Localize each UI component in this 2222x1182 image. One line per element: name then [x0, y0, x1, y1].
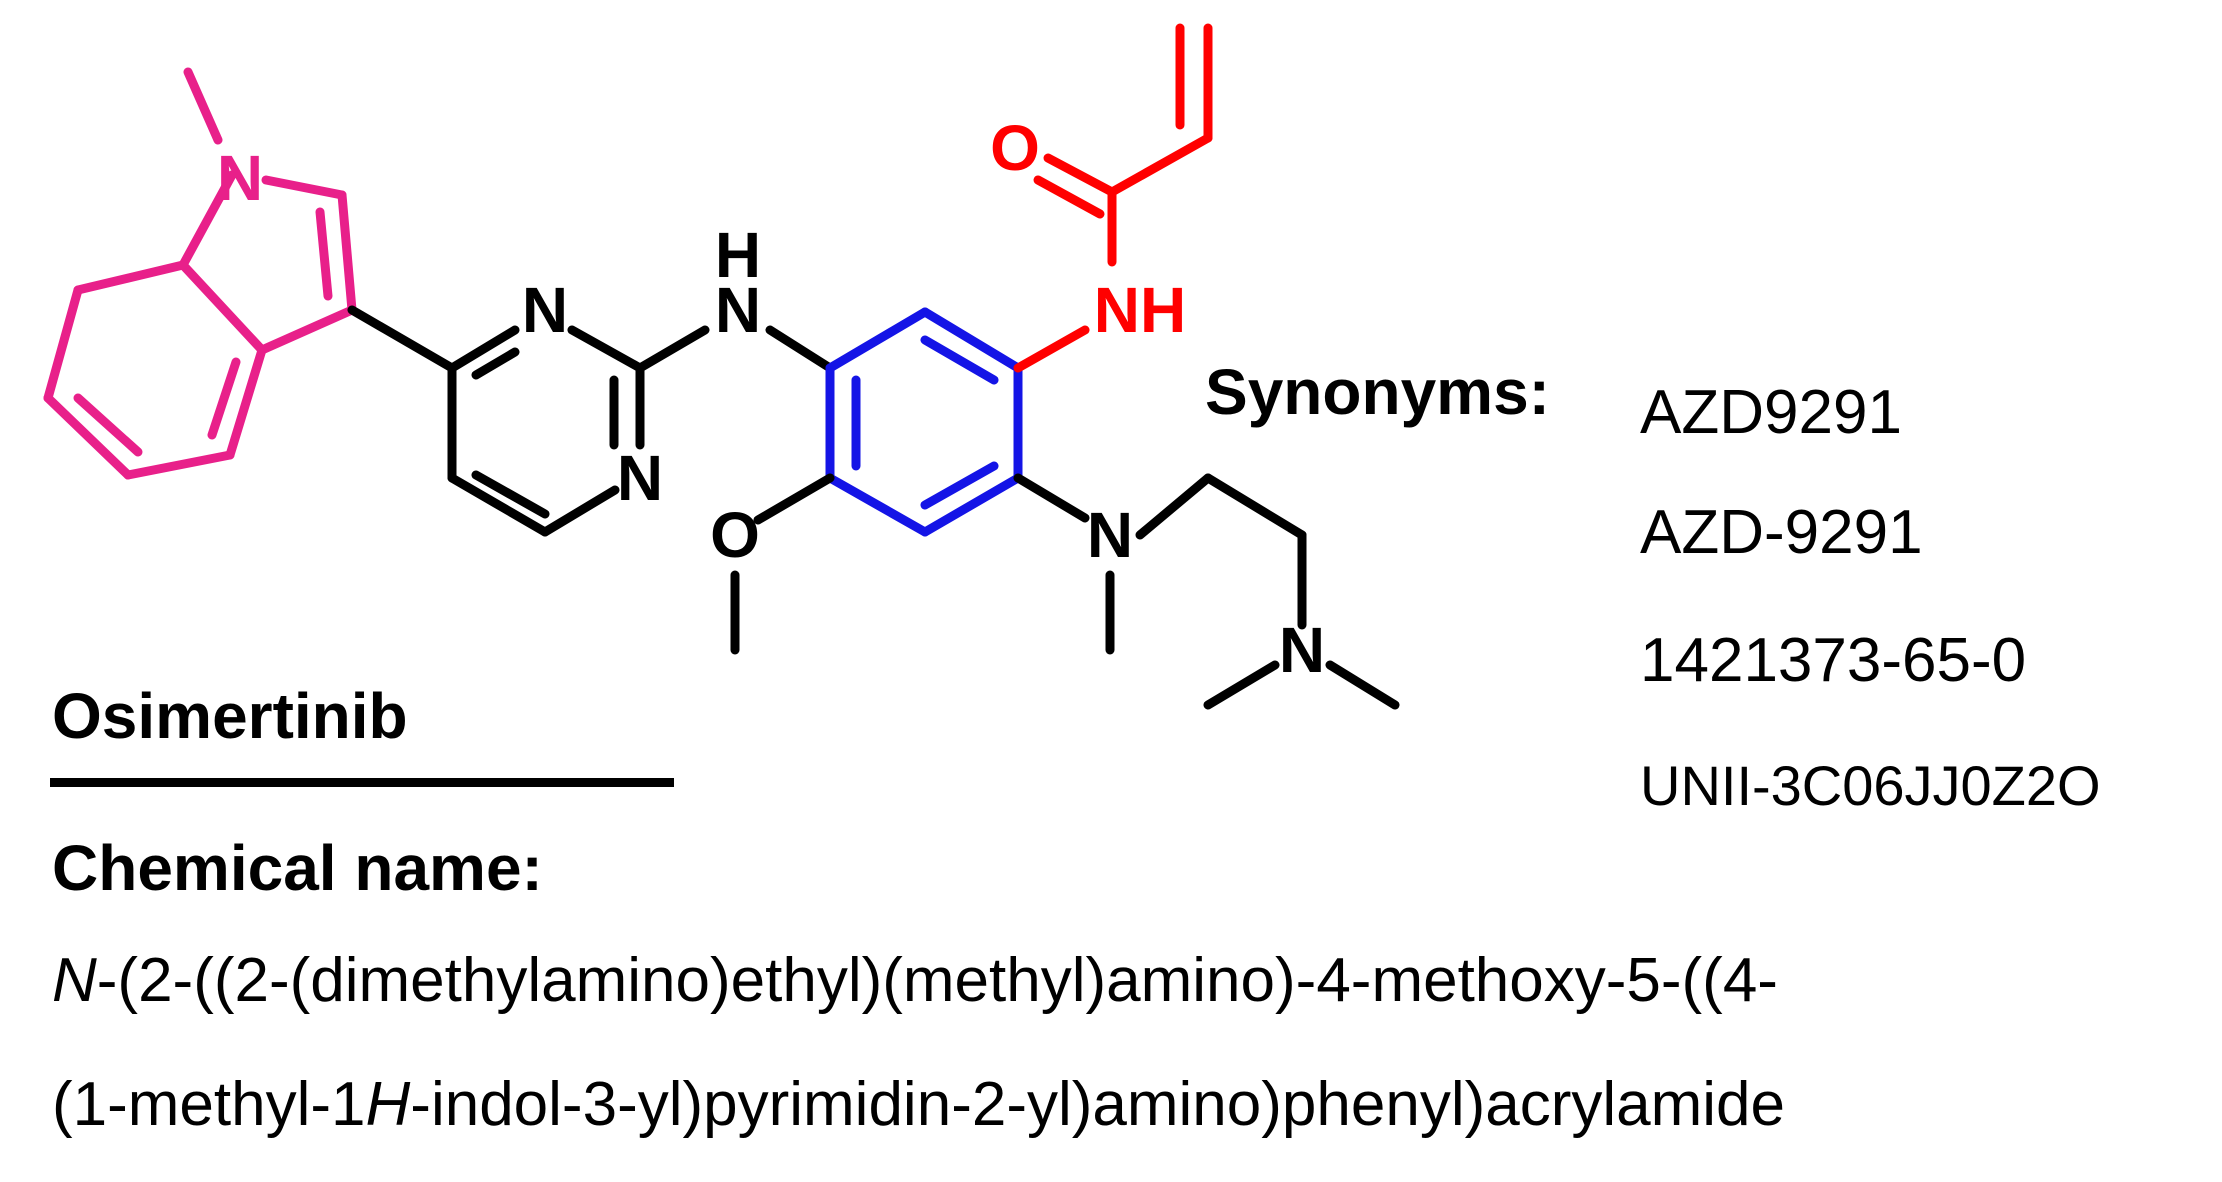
divider [50, 778, 674, 787]
atom-carbonyl-o: O [990, 112, 1040, 184]
atom-amine-n: N [715, 274, 761, 346]
chemical-name-line-2-pre: (1-methyl-1 [52, 1070, 366, 1139]
atom-dimethyl-n: N [1279, 614, 1325, 686]
atom-amine-h: H [715, 219, 761, 291]
indole-moiety [43, 67, 357, 480]
italic-h: H [365, 1070, 411, 1139]
acrylamide-moiety [1013, 23, 1213, 373]
side-chains [730, 473, 1400, 710]
atom-tertiary-n: N [1087, 499, 1133, 571]
phenyl-ring [825, 307, 1023, 537]
synonym-item: UNII-3C06JJ0Z2O [1640, 754, 2101, 817]
synonym-item: 1421373-65-0 [1640, 626, 2027, 695]
pyrimidine-moiety [347, 305, 835, 537]
chemical-name-line-2: (1-methyl-1H-indol-3-yl)pyrimidin-2-yl)a… [52, 1074, 1785, 1136]
synonym-item: AZD-9291 [1640, 498, 1923, 567]
atom-methoxy-o: O [710, 499, 760, 571]
atom-pyrimidine-n1: N [522, 274, 568, 346]
chemical-name-line-1: N-(2-((2-(dimethylamino)ethyl)(methyl)am… [52, 950, 1778, 1012]
atom-indole-n: N [217, 142, 263, 214]
italic-n-prefix: N [52, 946, 97, 1015]
compound-name: Osimertinib [52, 680, 408, 752]
synonym-item: AZD9291 [1640, 378, 1902, 447]
atom-amide-nh: NH [1094, 274, 1186, 346]
chemical-name-line-1-rest: -(2-((2-(dimethylamino)ethyl)(methyl)ami… [96, 946, 1778, 1015]
chemical-name-line-2-post: -indol-3-yl)pyrimidin-2-yl)amino)phenyl)… [410, 1070, 1786, 1139]
synonyms-label: Synonyms: [1205, 356, 1550, 428]
atom-pyrimidine-n2: N [617, 442, 663, 514]
chemical-name-label: Chemical name: [52, 832, 543, 904]
